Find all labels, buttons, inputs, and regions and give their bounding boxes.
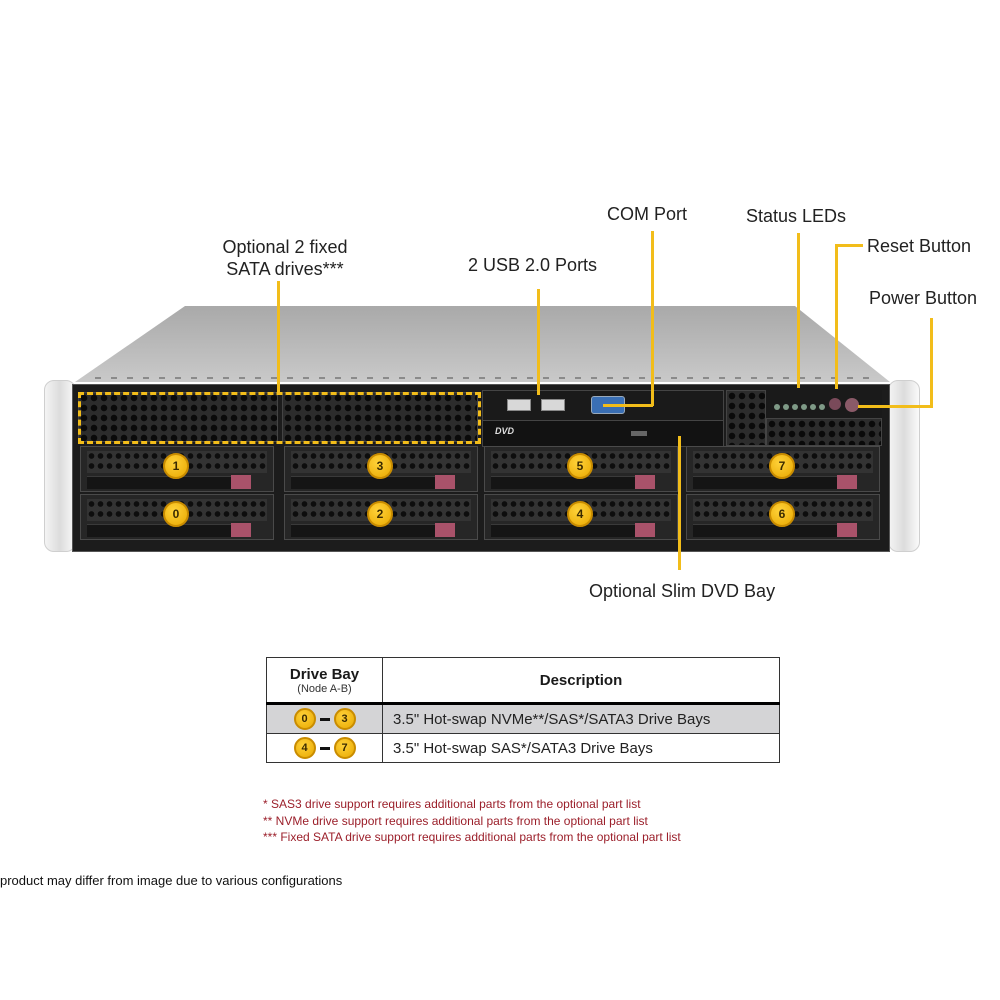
callout-fixed-sata-line1: Optional 2 fixed	[222, 237, 348, 257]
callout-fixed-sata-line2: SATA drives***	[226, 259, 344, 279]
drive-bay-number-badge: 1	[163, 453, 189, 479]
callout-line-com-horizontal	[603, 404, 653, 407]
status-led	[810, 404, 816, 410]
drive-tray-handle[interactable]	[693, 476, 843, 489]
bay-badge-to: 3	[333, 708, 356, 730]
status-led	[792, 404, 798, 410]
footnote-nvme: ** NVMe drive support requires additiona…	[263, 814, 648, 828]
drive-bay[interactable]: 5	[484, 446, 678, 492]
callout-line-power	[930, 318, 933, 408]
range-dash	[319, 746, 330, 750]
drive-tray-handle[interactable]	[491, 476, 641, 489]
drive-release-latch[interactable]	[837, 523, 857, 537]
usb-port-2	[541, 399, 565, 411]
table-row: 0 3 3.5" Hot-swap NVMe**/SAS*/SATA3 Driv…	[266, 703, 780, 734]
left-rack-ear	[44, 380, 76, 552]
status-led	[783, 404, 789, 410]
control-panel	[766, 390, 882, 418]
callout-line-reset	[835, 244, 838, 389]
drive-bay-number-badge: 0	[163, 501, 189, 527]
header-description: Description	[382, 657, 780, 705]
drive-bay-number-badge: 2	[367, 501, 393, 527]
dvd-eject-button[interactable]	[631, 431, 647, 436]
drive-release-latch[interactable]	[635, 475, 655, 489]
bay-badge-from: 4	[293, 737, 316, 759]
callout-line-status-leds	[797, 233, 800, 388]
drive-bay[interactable]: 0	[80, 494, 274, 540]
drive-release-latch[interactable]	[231, 475, 251, 489]
drive-tray-handle[interactable]	[87, 524, 237, 537]
power-button[interactable]	[845, 398, 859, 412]
bay-range-cell: 0 3	[266, 703, 383, 734]
table-row: 4 7 3.5" Hot-swap SAS*/SATA3 Drive Bays	[266, 733, 780, 763]
drive-release-latch[interactable]	[435, 475, 455, 489]
fixed-sata-slot-left	[78, 392, 278, 442]
callout-dvd-bay: Optional Slim DVD Bay	[589, 581, 776, 601]
control-vent-lower	[766, 418, 882, 446]
range-dash	[319, 717, 330, 721]
description-cell: 3.5" Hot-swap SAS*/SATA3 Drive Bays	[382, 733, 780, 763]
usb-port-1	[507, 399, 531, 411]
io-panel	[482, 390, 724, 422]
drive-bay[interactable]: 1	[80, 446, 274, 492]
drive-bay-number-badge: 3	[367, 453, 393, 479]
drive-release-latch[interactable]	[837, 475, 857, 489]
chassis-top-cover	[75, 306, 890, 382]
callout-reset-button: Reset Button	[867, 236, 972, 256]
footnote-fixed-sata: *** Fixed SATA drive support requires ad…	[263, 830, 681, 844]
right-rack-ear	[888, 380, 920, 552]
drive-bay[interactable]: 6	[686, 494, 880, 540]
callout-line-fixed-sata	[277, 281, 280, 395]
bay-badge-to: 7	[333, 737, 356, 759]
drive-tray-handle[interactable]	[491, 524, 641, 537]
description-cell: 3.5" Hot-swap NVMe**/SAS*/SATA3 Drive Ba…	[382, 703, 780, 734]
callout-line-reset-horizontal	[835, 244, 863, 247]
callout-status-leds: Status LEDs	[746, 206, 847, 226]
table-header-row: Drive Bay (Node A-B) Description	[266, 657, 780, 705]
drive-tray-handle[interactable]	[291, 524, 441, 537]
drive-tray-handle[interactable]	[291, 476, 441, 489]
drive-bay[interactable]: 3	[284, 446, 478, 492]
drive-release-latch[interactable]	[231, 523, 251, 537]
reset-button[interactable]	[829, 398, 841, 410]
drive-bay-number-badge: 6	[769, 501, 795, 527]
callout-line-power-horizontal	[858, 405, 933, 408]
drive-bay[interactable]: 2	[284, 494, 478, 540]
footnote-sas3: * SAS3 drive support requires additional…	[263, 797, 641, 811]
status-led	[819, 404, 825, 410]
drive-bay[interactable]: 7	[686, 446, 880, 492]
status-led	[801, 404, 807, 410]
callout-line-com	[651, 231, 654, 406]
drive-bay[interactable]: 4	[484, 494, 678, 540]
drive-tray-handle[interactable]	[87, 476, 237, 489]
drive-release-latch[interactable]	[435, 523, 455, 537]
drive-bay-number-badge: 7	[769, 453, 795, 479]
callout-line-usb	[537, 289, 540, 395]
header-drive-bay: Drive Bay (Node A-B)	[266, 657, 383, 705]
status-led	[774, 404, 780, 410]
dvd-logo: DVD	[495, 426, 515, 436]
drive-bay-number-badge: 4	[567, 501, 593, 527]
drive-bay-number-badge: 5	[567, 453, 593, 479]
drive-bay-table: Drive Bay (Node A-B) Description 0 3 3.5…	[266, 657, 780, 763]
callout-usb: 2 USB 2.0 Ports	[468, 255, 598, 275]
dvd-drive: DVD	[482, 420, 724, 447]
drive-tray-handle[interactable]	[693, 524, 843, 537]
control-vent	[726, 390, 766, 446]
header-drive-bay-title: Drive Bay	[289, 665, 360, 683]
header-drive-bay-subtitle: (Node A-B)	[297, 682, 352, 695]
callout-fixed-sata: Optional 2 fixed SATA drives***	[212, 236, 358, 280]
disclaimer-text: product may differ from image due to var…	[0, 873, 343, 888]
bay-range-cell: 4 7	[266, 733, 383, 763]
fixed-sata-highlight	[78, 392, 481, 444]
callout-power-button: Power Button	[869, 288, 978, 308]
drive-release-latch[interactable]	[635, 523, 655, 537]
callout-com-port: COM Port	[607, 204, 688, 224]
bay-badge-from: 0	[293, 708, 316, 730]
callout-line-dvd	[678, 436, 681, 570]
